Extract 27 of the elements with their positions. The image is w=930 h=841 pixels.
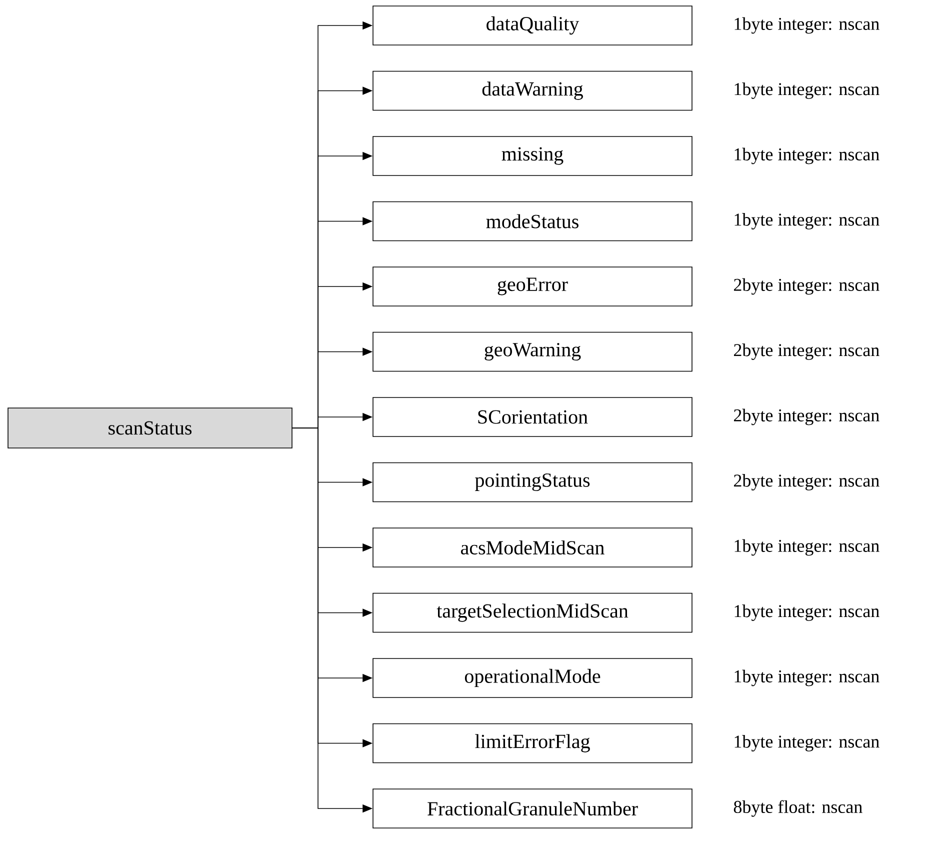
data-type-label: 2byte integer: nscan xyxy=(734,278,880,295)
field-box: FractionalGranuleNumber xyxy=(372,788,692,828)
field-box: dataWarning xyxy=(372,70,692,111)
data-type-label: 1byte integer: nscan xyxy=(734,735,880,752)
field-box: geoError xyxy=(372,266,692,306)
field-box: geoWarning xyxy=(372,332,692,372)
field-box: modeStatus xyxy=(372,201,692,242)
data-type-label: 2byte integer: nscan xyxy=(734,344,880,360)
field-box: targetSelectionMidScan xyxy=(372,592,692,633)
field-box: SCorientation xyxy=(372,397,692,437)
field-box: acsModeMidScan xyxy=(372,528,692,568)
field-box: missing xyxy=(372,136,692,176)
data-type-label: 1byte integer: nscan xyxy=(734,539,880,556)
data-type-label: 2byte integer: nscan xyxy=(734,408,880,426)
data-type-label: 2byte integer: nscan xyxy=(734,474,880,490)
field-box: limitErrorFlag xyxy=(372,723,692,764)
root-box: scanStatus xyxy=(8,408,292,448)
data-type-label: 1byte integer: nscan xyxy=(734,213,880,230)
data-type-label: 1byte integer: nscan xyxy=(734,17,880,34)
data-type-label: 1byte integer: nscan xyxy=(734,82,880,99)
data-type-label: 8byte float: nscan xyxy=(734,800,862,817)
data-type-label: 1byte integer: nscan xyxy=(734,604,880,621)
field-box: operationalMode xyxy=(372,658,692,698)
data-type-label: 1byte integer: nscan xyxy=(734,148,880,164)
field-box: dataQuality xyxy=(372,6,692,46)
data-type-label: 1byte integer: nscan xyxy=(734,670,880,686)
field-box: pointingStatus xyxy=(372,462,692,502)
